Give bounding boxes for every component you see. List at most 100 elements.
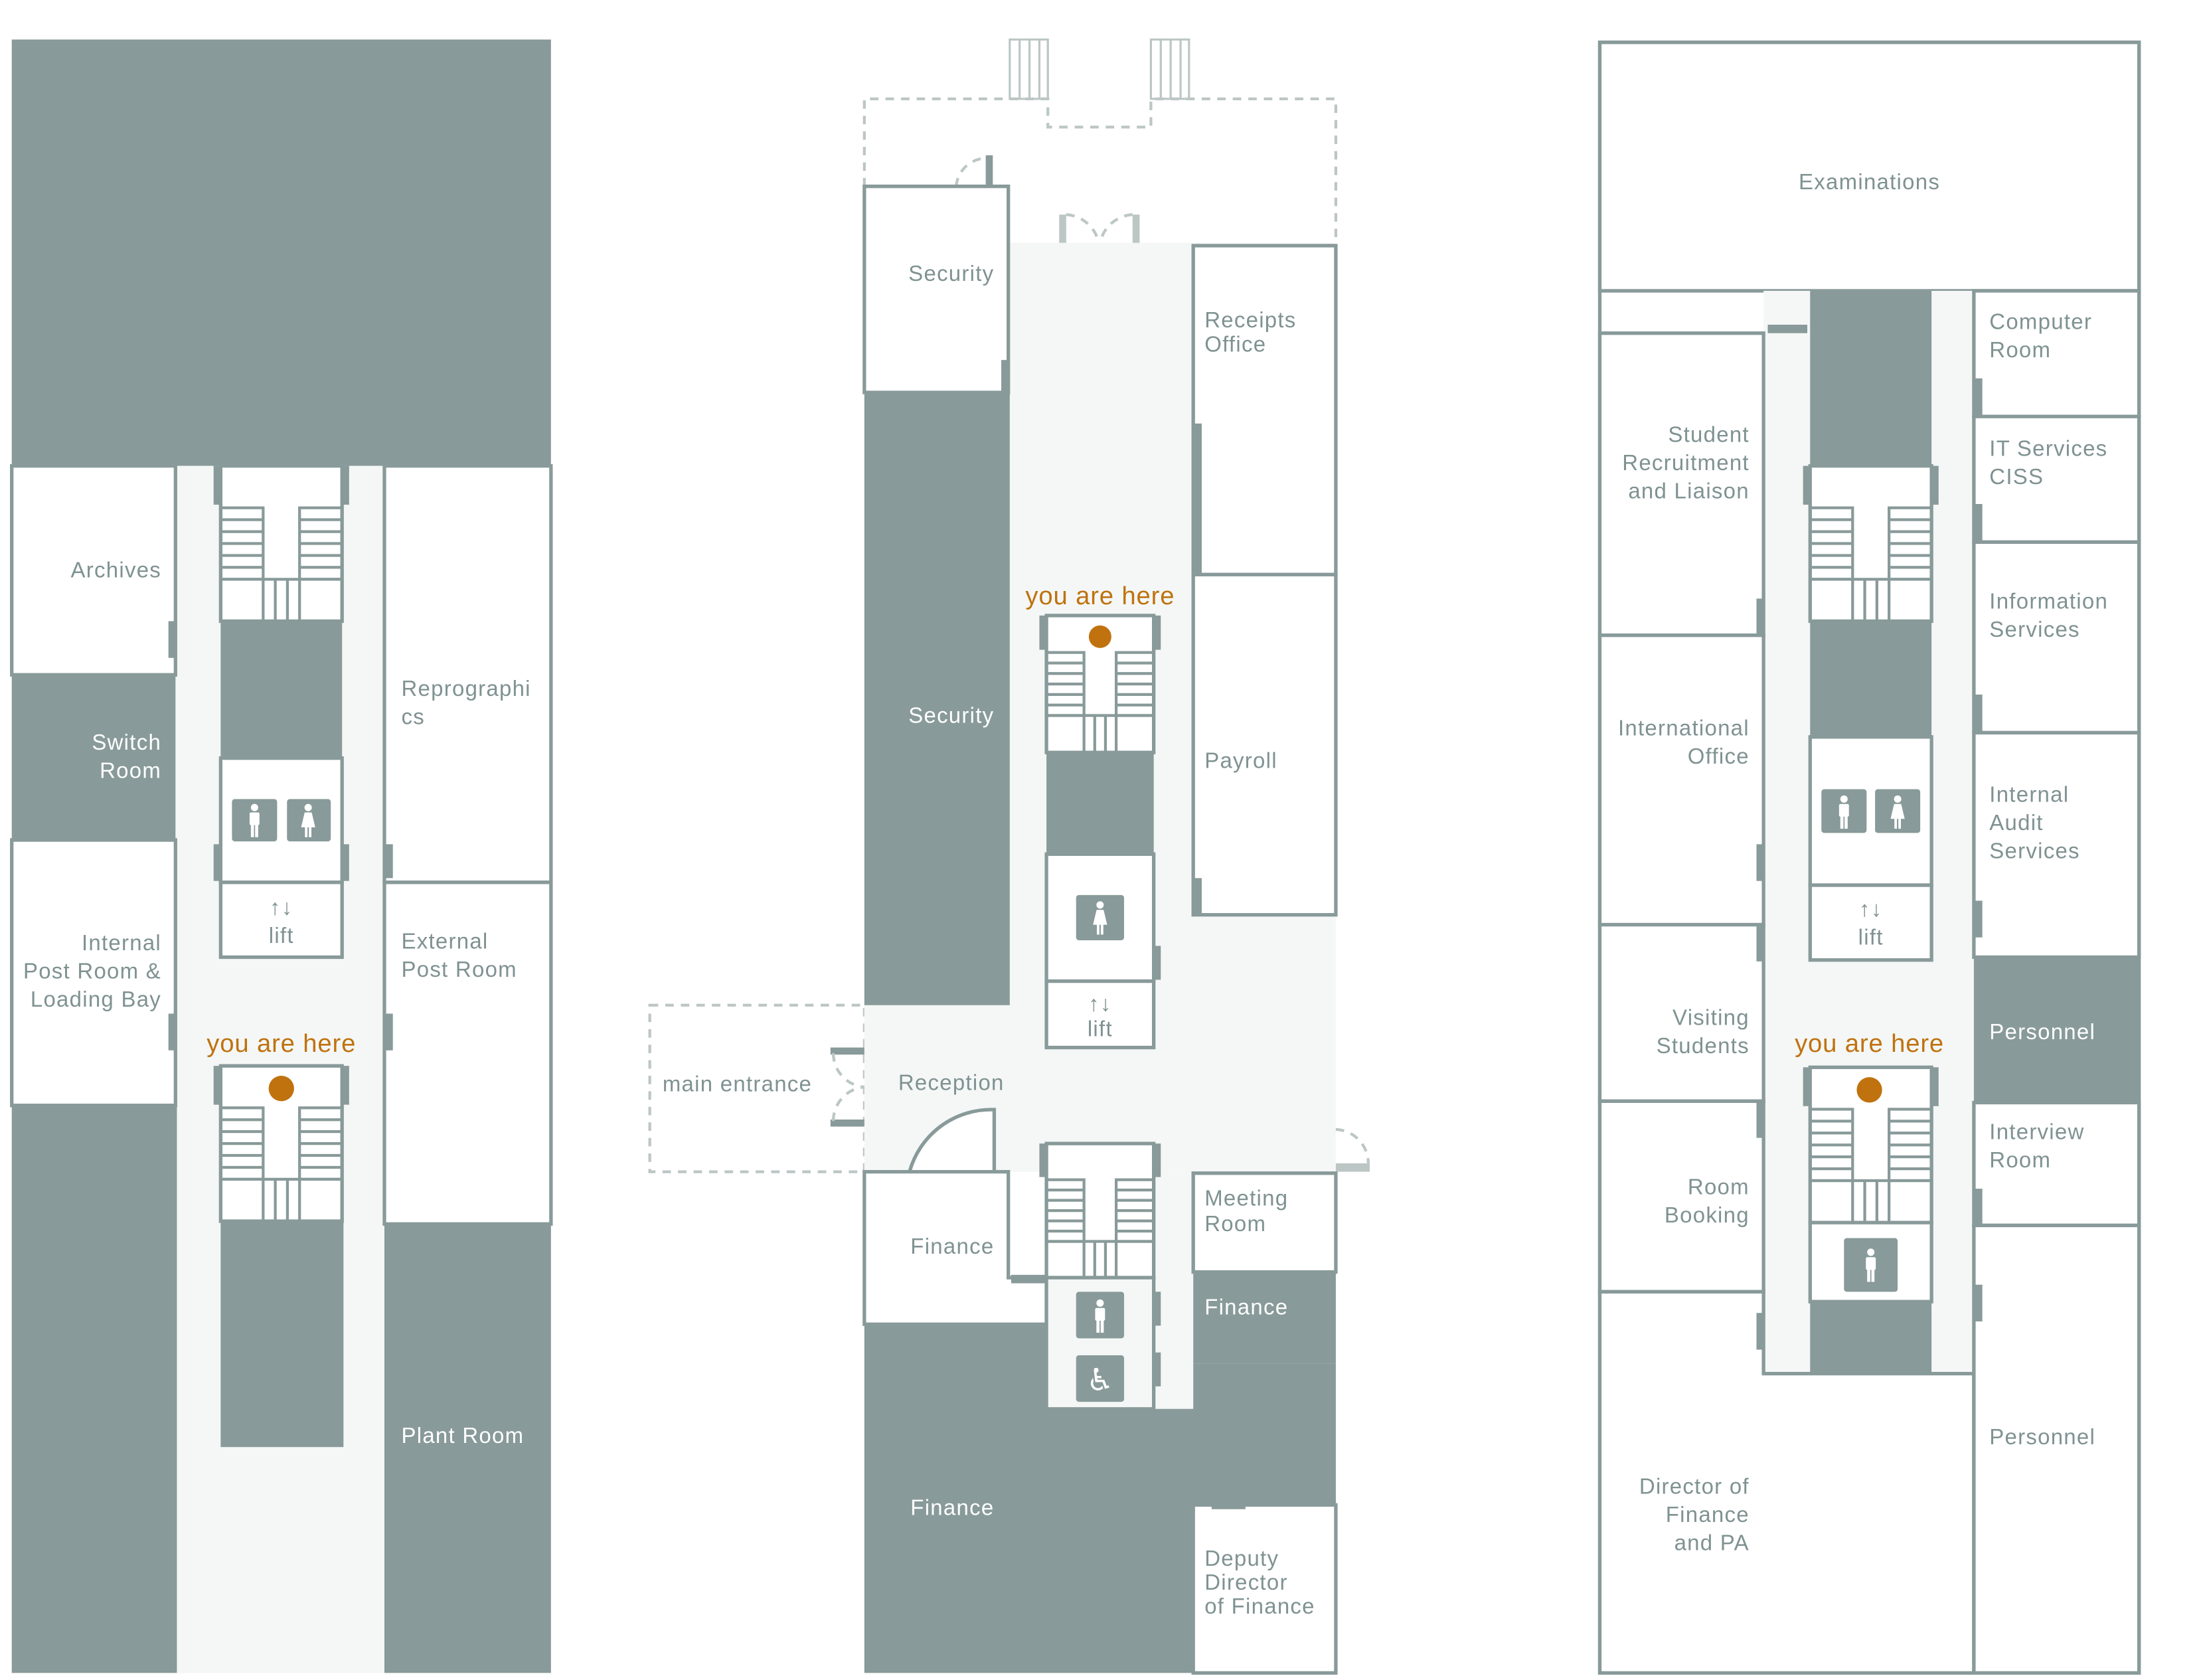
door bbox=[384, 1013, 393, 1050]
door bbox=[384, 844, 393, 879]
label-archives: Archives bbox=[71, 558, 162, 582]
wheelchair-icon bbox=[1076, 1355, 1125, 1402]
door-swing bbox=[831, 1052, 865, 1122]
label-personnel-b: Personnel bbox=[1989, 1424, 2095, 1449]
door bbox=[1931, 465, 1939, 505]
room-reprographics[interactable] bbox=[382, 463, 553, 884]
label-plant-room: Plant Room bbox=[401, 1423, 524, 1448]
room-finance-b[interactable] bbox=[1193, 1272, 1336, 1364]
door bbox=[1931, 1067, 1939, 1106]
door bbox=[1152, 946, 1161, 980]
right-floor: ↑↓ lift you are here Examinations Studen… bbox=[1597, 41, 2141, 1675]
room-deputy-director[interactable] bbox=[1191, 1503, 1338, 1675]
doors bbox=[1756, 378, 1983, 1350]
left-top-block bbox=[11, 39, 551, 466]
lift-arrows-icon: ↑↓ bbox=[1859, 896, 1883, 921]
room-switch-room[interactable] bbox=[11, 675, 176, 840]
label-security: Security bbox=[908, 703, 994, 728]
door bbox=[1153, 615, 1161, 650]
lift[interactable] bbox=[218, 881, 344, 960]
room-information-services[interactable] bbox=[1972, 540, 2141, 735]
left-bottom-block bbox=[11, 1105, 177, 1673]
door bbox=[1039, 615, 1047, 650]
room-security-office[interactable] bbox=[862, 184, 1011, 394]
lift-label: lift bbox=[1858, 924, 1884, 949]
room-receipts-office[interactable] bbox=[1191, 244, 1338, 576]
room-examinations[interactable] bbox=[1597, 41, 2141, 293]
door bbox=[168, 1013, 177, 1050]
staircase bbox=[213, 463, 349, 624]
door bbox=[1767, 324, 1808, 333]
door bbox=[1193, 423, 1202, 574]
door bbox=[985, 155, 993, 187]
gate-icon bbox=[1009, 38, 1190, 100]
door bbox=[830, 1047, 864, 1055]
door bbox=[1211, 1500, 1246, 1509]
room-visiting-students[interactable] bbox=[1597, 922, 1765, 1103]
room-personnel-b[interactable] bbox=[1972, 1223, 2141, 1675]
door bbox=[213, 1066, 221, 1105]
lift[interactable] bbox=[1808, 883, 1933, 962]
room-computer[interactable] bbox=[1972, 289, 2141, 418]
room-archives[interactable] bbox=[10, 463, 177, 677]
door bbox=[213, 844, 222, 881]
door bbox=[342, 465, 349, 505]
label-personnel-a: Personnel bbox=[1989, 1019, 2095, 1044]
you-are-here-marker bbox=[268, 1076, 294, 1102]
door bbox=[1039, 1143, 1047, 1177]
room-meeting[interactable] bbox=[1191, 1171, 1338, 1274]
svg-text:♿: ♿ bbox=[1086, 1363, 1114, 1398]
door bbox=[1803, 1067, 1811, 1106]
label-finance-b: Finance bbox=[1204, 1294, 1288, 1319]
door bbox=[1011, 1274, 1047, 1284]
label-payroll: Payroll bbox=[1204, 748, 1277, 773]
lift-label: lift bbox=[269, 923, 294, 948]
room-personnel-a[interactable] bbox=[1973, 957, 2139, 1103]
door bbox=[1152, 1352, 1161, 1386]
room-finance-c[interactable] bbox=[864, 1324, 1336, 1673]
room-payroll[interactable] bbox=[1191, 572, 1338, 917]
door bbox=[213, 465, 221, 505]
staircase bbox=[1803, 463, 1939, 624]
you-are-here-label: you are here bbox=[1025, 582, 1175, 610]
core-block bbox=[1810, 1302, 1932, 1374]
room-internal-audit[interactable] bbox=[1972, 730, 2141, 960]
room-external-post[interactable] bbox=[382, 881, 553, 1226]
door bbox=[830, 1119, 864, 1127]
label-finance-a: Finance bbox=[910, 1234, 994, 1258]
middle-floor: ↑↓ lift you are here ♿ Security Security… bbox=[648, 38, 1370, 1675]
room-internal-post[interactable] bbox=[10, 838, 177, 1108]
room-student-recruitment[interactable] bbox=[1597, 331, 1765, 637]
you-are-here-label: you are here bbox=[206, 1029, 356, 1058]
door-swing bbox=[954, 156, 1133, 244]
core-block bbox=[1810, 621, 1932, 737]
room-international-office[interactable] bbox=[1597, 633, 1765, 927]
room-plant-room[interactable] bbox=[384, 1224, 551, 1673]
core-block bbox=[1046, 752, 1154, 855]
room-room-booking[interactable] bbox=[1597, 1099, 1765, 1294]
door bbox=[1335, 1163, 1370, 1172]
door bbox=[1193, 878, 1202, 915]
label-reception: Reception bbox=[898, 1070, 1005, 1094]
door bbox=[1059, 214, 1066, 243]
label-finance-c: Finance bbox=[910, 1495, 994, 1519]
room-security[interactable] bbox=[864, 392, 1010, 1005]
lift[interactable] bbox=[1044, 979, 1156, 1050]
staircase bbox=[1039, 614, 1161, 754]
